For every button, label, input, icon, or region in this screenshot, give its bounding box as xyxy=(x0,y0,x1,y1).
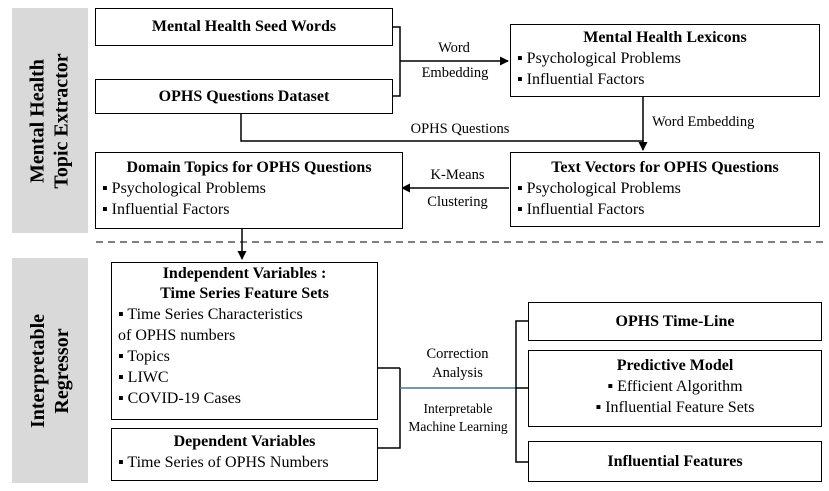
lexicons-title: Mental Health Lexicons xyxy=(583,29,747,46)
domain-topics-item-1: ▪ Psychological Problems xyxy=(102,180,266,197)
dependent-title: Dependent Variables xyxy=(173,433,316,450)
label-kmeans-1: K-Means xyxy=(430,167,485,183)
independent-variables-box: Independent Variables : Time Series Feat… xyxy=(111,262,378,420)
section-label-regressor: Interpretable Regressor xyxy=(12,258,88,483)
ophs-dataset-box: OPHS Questions Dataset xyxy=(95,79,393,114)
connector-dependent xyxy=(378,368,401,449)
independent-item-5: ▪ COVID-19 Cases xyxy=(118,390,241,407)
label-correction-2: Analysis xyxy=(432,365,483,381)
dependent-variables-box: Dependent Variables ▪ Time Series of OPH… xyxy=(111,428,378,481)
domain-topics-title: Domain Topics for OPHS Questions xyxy=(126,159,372,176)
text-vectors-item-2: ▪ Influential Factors xyxy=(517,201,645,218)
ophs-dataset-title: OPHS Questions Dataset xyxy=(158,87,330,105)
label-word-embedding: Word Embedding xyxy=(652,114,755,130)
seed-words-box: Mental Health Seed Words xyxy=(95,8,393,46)
label-correction-1: Correction xyxy=(426,346,489,362)
arrow-dataset-to-vectors xyxy=(240,114,648,151)
predictive-item-2: ▪ Influential Feature Sets xyxy=(595,399,755,416)
influential-features-title: Influential Features xyxy=(607,452,743,470)
label-interpretable-2: Machine Learning xyxy=(408,419,508,434)
independent-title-1: Independent Variables : xyxy=(162,265,327,282)
lexicons-item-2: ▪ Influential Factors xyxy=(517,71,645,88)
independent-item-4: ▪ LIWC xyxy=(118,369,169,386)
domain-topics-item-2: ▪ Influential Factors xyxy=(102,201,230,218)
influential-features-box: Influential Features xyxy=(528,441,822,482)
label-interpretable-1: Interpretable xyxy=(423,401,493,416)
ophs-timeline-box: OPHS Time-Line xyxy=(528,302,822,341)
lexicons-box: Mental Health Lexicons ▪ Psychological P… xyxy=(510,24,820,97)
domain-topics-box: Domain Topics for OPHS Questions ▪ Psych… xyxy=(95,152,403,229)
bracket-outputs xyxy=(515,320,528,463)
label-kmeans-2: Clustering xyxy=(427,194,488,210)
label-word-embedding-1: Word xyxy=(438,40,470,56)
independent-item-2: of OPHS numbers xyxy=(118,327,236,344)
predictive-model-box: Predictive Model ▪ Efficient Algorithm ▪… xyxy=(528,350,822,427)
ophs-timeline-title: OPHS Time-Line xyxy=(615,312,735,330)
dependent-item-1: ▪ Time Series of OPHS Numbers xyxy=(118,454,329,471)
label-ophs-questions: OPHS Questions xyxy=(410,121,510,137)
predictive-item-1: ▪ Efficient Algorithm xyxy=(607,378,743,395)
predictive-title: Predictive Model xyxy=(616,357,734,374)
text-vectors-title: Text Vectors for OPHS Questions xyxy=(551,159,779,176)
connector-seed-to-embedding xyxy=(393,26,401,97)
independent-title-2: Time Series Feature Sets xyxy=(160,285,329,302)
text-vectors-box: Text Vectors for OPHS Questions ▪ Psycho… xyxy=(510,152,820,227)
section-label-extractor: Mental Health Topic Extractor xyxy=(12,8,88,233)
seed-words-title: Mental Health Seed Words xyxy=(151,18,337,35)
text-vectors-item-1: ▪ Psychological Problems xyxy=(517,180,681,197)
independent-item-1: ▪ Time Series Characteristics xyxy=(118,306,303,323)
independent-item-3: ▪ Topics xyxy=(118,348,170,365)
label-word-embedding-2: Embedding xyxy=(421,65,489,81)
lexicons-item-1: ▪ Psychological Problems xyxy=(517,50,681,67)
